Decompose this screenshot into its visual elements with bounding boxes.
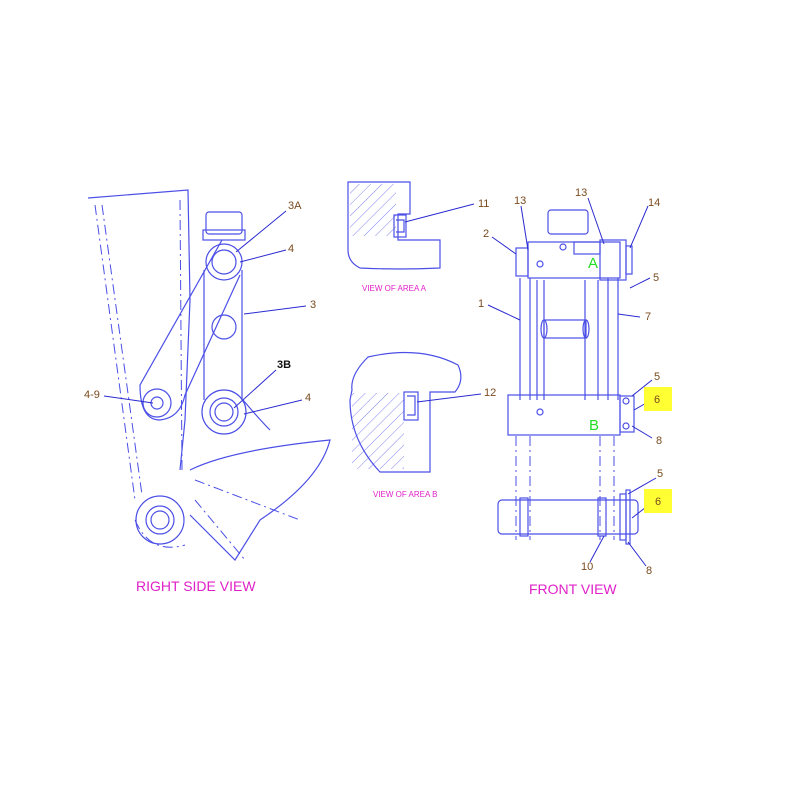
- caption-right-side-view: RIGHT SIDE VIEW: [136, 578, 256, 594]
- callout-14: 14: [648, 197, 660, 209]
- callout-8-mid: 8: [656, 435, 662, 447]
- callout-1: 1: [478, 298, 484, 310]
- callout-10: 10: [581, 561, 593, 573]
- callout-8-bottom: 8: [646, 565, 652, 577]
- caption-view-area-a: VIEW OF AREA A: [362, 284, 427, 293]
- callout-13-left: 13: [514, 195, 526, 207]
- callout-4-top: 4: [288, 243, 294, 255]
- callout-4-9: 4-9: [84, 389, 100, 401]
- callout-5-mid: 5: [654, 371, 660, 383]
- area-mark-a: A: [588, 255, 598, 272]
- view-area-b: [349, 351, 482, 473]
- callout-13-right: 13: [575, 187, 587, 199]
- callout-2: 2: [483, 228, 489, 240]
- callout-3: 3: [310, 299, 316, 311]
- caption-front-view: FRONT VIEW: [529, 581, 617, 597]
- callout-6-mid: 6: [654, 394, 660, 406]
- highlight-6-bot: [644, 489, 672, 513]
- callout-11: 11: [478, 198, 489, 210]
- callout-3b: 3B: [277, 359, 291, 371]
- callout-7: 7: [645, 311, 651, 323]
- callout-4-bottom: 4: [305, 392, 311, 404]
- callout-5-top: 5: [653, 272, 659, 284]
- right-side-view: [87, 189, 331, 561]
- view-area-a: [347, 181, 475, 270]
- caption-view-area-b: VIEW OF AREA B: [373, 490, 437, 499]
- callout-3a: 3A: [288, 200, 302, 212]
- callout-12: 12: [484, 387, 496, 399]
- highlight-6-mid: [644, 387, 672, 411]
- callout-6-bottom: 6: [655, 496, 661, 508]
- front-view: [487, 197, 657, 567]
- callout-5-bottom: 5: [657, 468, 663, 480]
- area-mark-b: B: [589, 417, 599, 434]
